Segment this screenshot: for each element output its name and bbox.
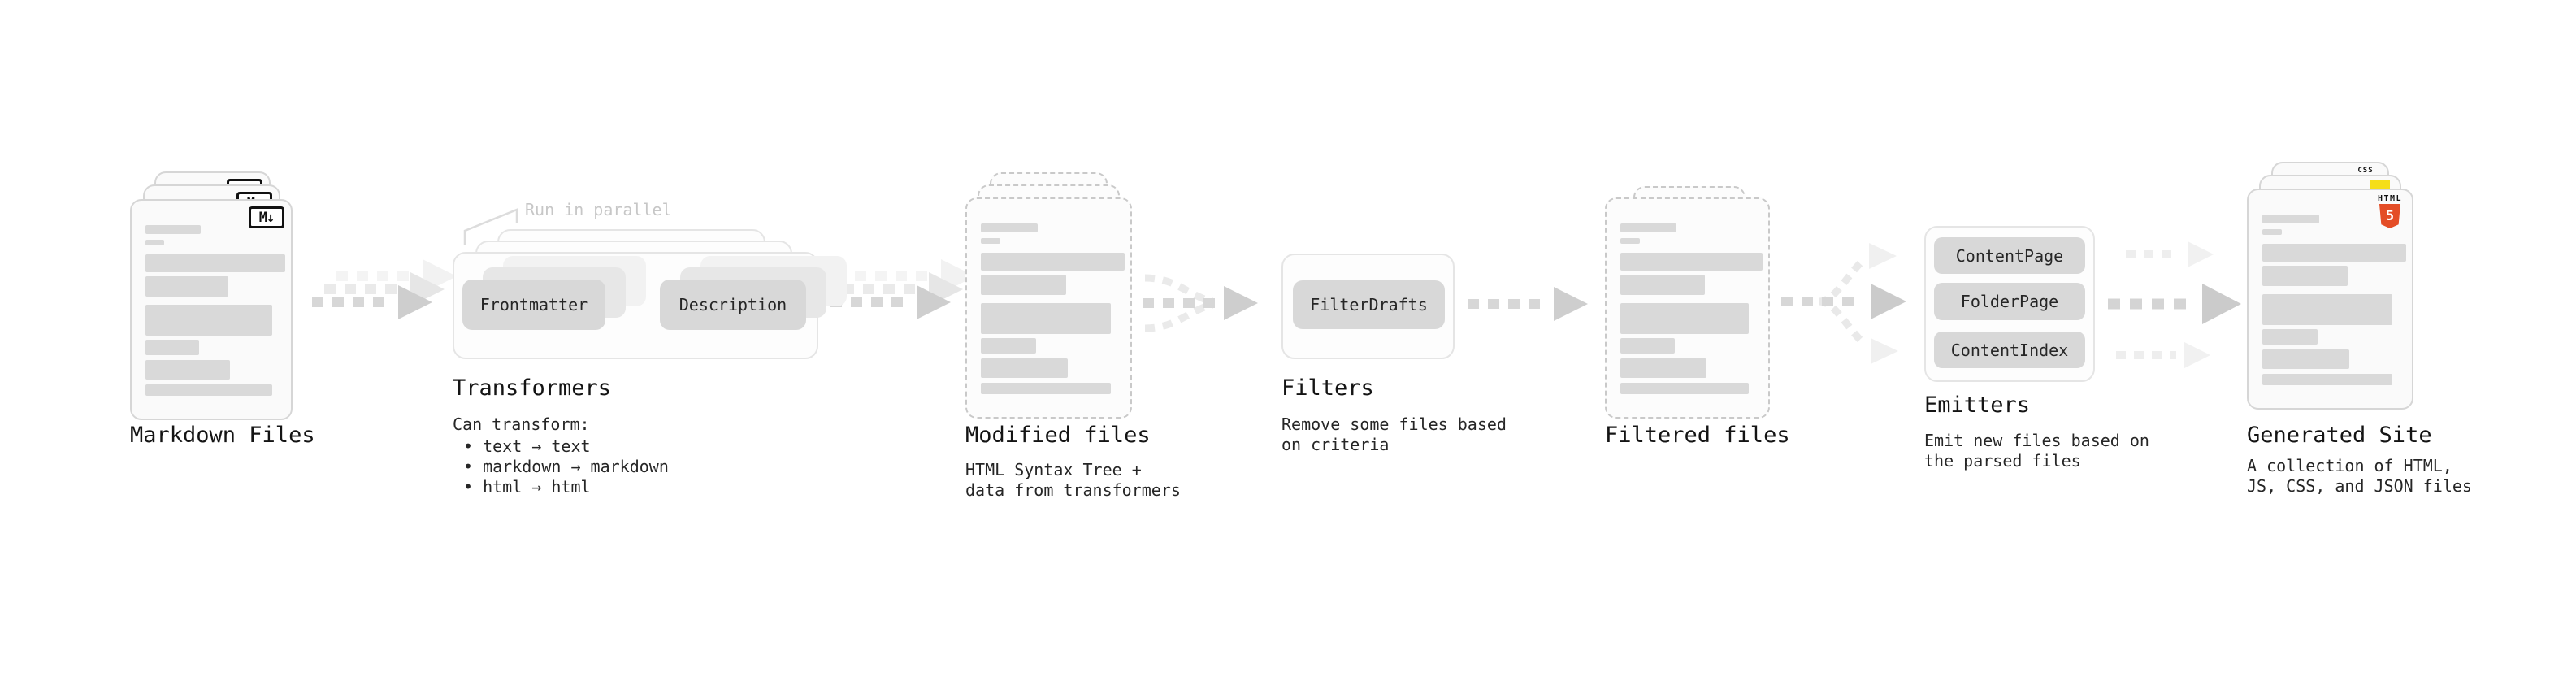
skeleton-bar <box>981 253 1125 271</box>
skeleton-bar <box>2262 294 2393 325</box>
skeleton-bar <box>1620 238 1640 244</box>
emitters-description: Emit new files based on the parsed files <box>1924 431 2149 471</box>
skeleton-bar <box>1620 303 1750 334</box>
stage-label-emitters: Emitters <box>1924 393 2031 418</box>
stage-label-generated-site: Generated Site <box>2247 423 2432 448</box>
skeleton-bar <box>981 383 1112 394</box>
arrow-markdown-to-transformers <box>312 259 457 319</box>
arrow-modified-to-filters <box>1143 274 1258 332</box>
skeleton-bar <box>981 275 1066 295</box>
frontmatter-pill: Frontmatter <box>462 280 605 330</box>
modified-doc-front <box>965 197 1132 419</box>
skeleton-bar <box>2262 229 2282 235</box>
skeleton-bar <box>2262 349 2349 369</box>
filters-description: Remove some files based on criteria <box>1281 414 1507 455</box>
skeleton-bar <box>1620 383 1750 394</box>
skeleton-bar <box>145 384 272 396</box>
stage-label-filters: Filters <box>1281 375 1374 401</box>
skeleton-bar <box>981 358 1068 378</box>
filter-drafts-pill: FilterDrafts <box>1293 280 1445 329</box>
folder-page-pill: FolderPage <box>1934 283 2085 320</box>
modified-files-description: HTML Syntax Tree + data from transformer… <box>965 460 1181 501</box>
arrow-filters-to-filtered <box>1468 287 1588 321</box>
skeleton-bar <box>145 254 285 272</box>
list-item: • html → html <box>463 477 591 497</box>
skeleton-bar <box>145 340 200 355</box>
doc-skeleton <box>967 199 1130 394</box>
skeleton-bar <box>145 225 202 234</box>
stage-label-markdown-files: Markdown Files <box>130 423 315 448</box>
skeleton-bar <box>2262 329 2318 345</box>
skeleton-bar <box>2262 374 2393 385</box>
description-line: HTML Syntax Tree + <box>965 460 1142 479</box>
description-line: Emit new files based on <box>1924 431 2149 450</box>
generated-site-description: A collection of HTML, JS, CSS, and JSON … <box>2247 456 2472 497</box>
js-icon <box>2370 180 2390 189</box>
content-page-pill: ContentPage <box>1934 237 2085 274</box>
markdown-icon: M↓ <box>249 206 284 228</box>
list-item: • markdown → markdown <box>463 457 669 476</box>
html5-icon-shield: 5 <box>2379 204 2400 228</box>
stage-label-modified-files: Modified files <box>965 423 1151 448</box>
callout-leader-line <box>463 208 518 245</box>
description-line: on criteria <box>1281 435 1390 454</box>
skeleton-bar <box>1620 358 1706 378</box>
doc-skeleton <box>2249 190 2412 385</box>
skeleton-bar <box>2262 215 2319 223</box>
skeleton-bar <box>981 238 1000 244</box>
run-in-parallel-callout: Run in parallel <box>525 200 672 219</box>
transformers-description-heading: Can transform: <box>453 414 590 434</box>
arrow-emitters-to-generated <box>2108 241 2241 368</box>
skeleton-bar <box>2262 244 2406 262</box>
description-line: JS, CSS, and JSON files <box>2247 476 2472 496</box>
html5-icon-word: HTML <box>2377 194 2403 203</box>
filtered-doc-front <box>1605 197 1770 419</box>
description-line: the parsed files <box>1924 451 2081 471</box>
list-item: • text → text <box>463 436 591 456</box>
skeleton-bar <box>1620 253 1763 271</box>
stage-label-filtered-files: Filtered files <box>1605 423 1790 448</box>
description-pill: Description <box>660 280 806 330</box>
skeleton-bar <box>145 276 229 297</box>
skeleton-bar <box>145 240 165 245</box>
doc-skeleton <box>1607 199 1768 394</box>
description-line: A collection of HTML, <box>2247 456 2452 475</box>
arrow-transformers-to-modified <box>830 259 975 319</box>
markdown-doc-front: M↓ <box>130 199 293 420</box>
content-index-pill: ContentIndex <box>1934 332 2085 368</box>
skeleton-bar <box>1620 338 1676 354</box>
stage-label-transformers: Transformers <box>453 375 612 401</box>
html5-icon-number: 5 <box>2385 207 2395 224</box>
skeleton-bar <box>145 305 272 336</box>
arrow-filtered-to-emitters <box>1781 243 1906 364</box>
skeleton-bar <box>2262 266 2348 286</box>
css-icon-word: CSS <box>2357 167 2374 175</box>
description-line: Remove some files based <box>1281 414 1507 434</box>
skeleton-bar <box>981 303 1112 334</box>
skeleton-bar <box>981 338 1037 354</box>
skeleton-bar <box>1620 275 1705 295</box>
description-line: data from transformers <box>965 480 1181 500</box>
html5-icon: HTML 5 <box>2378 194 2402 228</box>
skeleton-bar <box>145 360 230 380</box>
skeleton-bar <box>981 223 1038 232</box>
transformers-capability-list: • text → text • markdown → markdown • ht… <box>463 436 669 497</box>
generated-doc-html: HTML 5 <box>2247 189 2413 410</box>
doc-skeleton <box>132 201 291 396</box>
skeleton-bar <box>1620 223 1677 232</box>
